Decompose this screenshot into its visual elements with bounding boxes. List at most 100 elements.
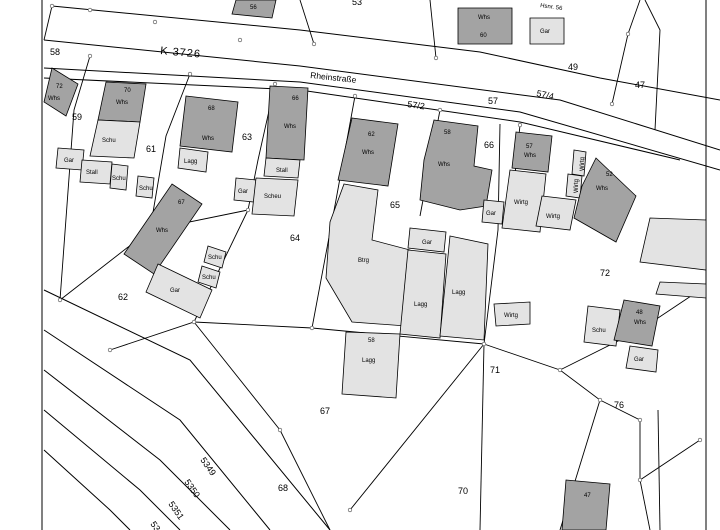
building-scheu-use: Scheu bbox=[264, 194, 281, 200]
building-58-use: Whs bbox=[438, 162, 450, 168]
parcel-47: 47 bbox=[635, 80, 645, 90]
building-62-nr: 62 bbox=[368, 132, 375, 138]
building-schu-1 bbox=[89, 119, 141, 159]
building-58-nr: 58 bbox=[444, 130, 451, 136]
building-gar-5-use: Gar bbox=[422, 240, 432, 246]
building-schu-5 bbox=[197, 265, 221, 289]
building-wirtg-2-use: Wirtg bbox=[546, 214, 560, 220]
building-gar-top-use: Gar bbox=[540, 29, 550, 35]
building-48-nr: 48 bbox=[636, 310, 643, 316]
parcel-66: 66 bbox=[484, 140, 494, 150]
road-lower-diagonal bbox=[43, 289, 331, 530]
building-wirtg-5 bbox=[493, 301, 531, 327]
parcel-49: 49 bbox=[568, 62, 578, 72]
building-lagg-1-use: Lagg bbox=[184, 159, 197, 165]
label-rheinstrasse: Rheinstraße bbox=[310, 70, 357, 85]
building-gar-6-use: Gar bbox=[634, 357, 644, 363]
building-72-use: Whs bbox=[48, 96, 60, 102]
building-lagg-1 bbox=[177, 147, 209, 173]
building-wirtg-3-use: Wirtg bbox=[580, 157, 586, 171]
building-48 bbox=[613, 299, 661, 347]
building-stall-2 bbox=[263, 157, 301, 179]
building-52-nr: 52 bbox=[606, 172, 613, 178]
building-72 bbox=[43, 67, 79, 117]
parcel-59: 59 bbox=[72, 112, 82, 122]
parcel-70: 70 bbox=[458, 486, 468, 496]
building-66-nr: 66 bbox=[292, 96, 299, 102]
building-gar-2-use: Gar bbox=[238, 189, 248, 195]
parcel-5349: 5349 bbox=[198, 455, 218, 477]
building-68-nr: 68 bbox=[208, 106, 215, 112]
building-52 bbox=[573, 157, 637, 243]
building-wirtg-1 bbox=[501, 169, 547, 233]
building-48-use: Whs bbox=[634, 320, 646, 326]
parcel-67: 67 bbox=[320, 406, 330, 416]
building-schu-5-use: Schu bbox=[202, 275, 216, 281]
building-lagg-3 bbox=[439, 235, 489, 341]
parcel-72: 72 bbox=[600, 268, 610, 278]
building-70-use: Whs bbox=[116, 100, 128, 106]
building-schu-2 bbox=[109, 163, 129, 191]
building-57-use: Whs bbox=[524, 153, 536, 159]
building-58 bbox=[419, 119, 493, 211]
building-wirtg-4-use: Wirtg bbox=[574, 179, 580, 193]
building-62 bbox=[337, 117, 399, 187]
building-60-nr: 60 bbox=[480, 33, 487, 39]
building-wirtg-5-use: Wirtg bbox=[504, 313, 518, 319]
building-72-nr: 72 bbox=[56, 84, 63, 90]
building-58-lagg-use: Lagg bbox=[362, 358, 375, 364]
building-47-nr: 47 bbox=[584, 493, 591, 499]
building-68-use: Whs bbox=[202, 136, 214, 142]
building-schu-3 bbox=[135, 175, 155, 199]
building-56-nr: 56 bbox=[250, 5, 257, 11]
parcel-5352: 53 bbox=[148, 519, 162, 530]
building-gar-6 bbox=[625, 345, 659, 373]
building-70-nr: 70 bbox=[124, 88, 131, 94]
parcel-64: 64 bbox=[290, 233, 300, 243]
parcel-63: 63 bbox=[242, 132, 252, 142]
parcel-5350: 5350 bbox=[182, 477, 202, 499]
road-labels: K 3726 Rheinstraße Hsnr. 56 bbox=[160, 3, 564, 85]
building-scheu bbox=[251, 177, 299, 217]
building-52-use: Whs bbox=[596, 186, 608, 192]
building-gar-left-use: Gar bbox=[64, 158, 74, 164]
parcel-71: 71 bbox=[490, 365, 500, 375]
building-right-edge-2 bbox=[655, 281, 707, 299]
parcel-62: 62 bbox=[118, 292, 128, 302]
building-wirtg-3 bbox=[571, 149, 587, 177]
building-68 bbox=[179, 95, 239, 153]
building-gar-4 bbox=[145, 263, 213, 319]
building-66-use: Whs bbox=[284, 124, 296, 130]
label-hsnr-56: Hsnr. 56 bbox=[540, 3, 564, 12]
road-k3726 bbox=[43, 5, 720, 151]
building-lagg-3-use: Lagg bbox=[452, 290, 465, 296]
building-58-lagg bbox=[341, 331, 401, 399]
building-gar-3-use: Gar bbox=[486, 211, 496, 217]
building-57 bbox=[511, 131, 553, 173]
parcel-5351: 5351 bbox=[166, 499, 186, 521]
building-gar-5 bbox=[407, 227, 447, 253]
parcel-76: 76 bbox=[614, 400, 624, 410]
parcel-57-2: 57/2 bbox=[407, 99, 426, 111]
building-schu-4-use: Schu bbox=[208, 255, 222, 261]
building-gar-4-use: Gar bbox=[170, 288, 180, 294]
building-67-nr: 67 bbox=[178, 200, 185, 206]
parcel-61: 61 bbox=[146, 144, 156, 154]
parcel-58: 58 bbox=[50, 47, 60, 57]
building-62-use: Whs bbox=[362, 150, 374, 156]
building-stall-2-use: Stall bbox=[276, 168, 288, 174]
building-stall-1-use: Stall bbox=[86, 170, 98, 176]
building-gar-3 bbox=[481, 199, 505, 225]
building-schu-3-use: Schu bbox=[139, 186, 153, 192]
parcel-68: 68 bbox=[278, 483, 288, 493]
label-k3726: K 3726 bbox=[160, 45, 202, 61]
building-lagg-2 bbox=[399, 249, 447, 339]
building-wirtg-2 bbox=[535, 195, 577, 231]
building-schu-4 bbox=[203, 245, 227, 269]
building-66 bbox=[265, 85, 309, 161]
building-gar-top bbox=[529, 17, 565, 45]
building-60-use: Whs bbox=[478, 15, 490, 21]
building-schu-1-use: Schu bbox=[102, 138, 116, 144]
building-schu-6 bbox=[583, 305, 621, 347]
